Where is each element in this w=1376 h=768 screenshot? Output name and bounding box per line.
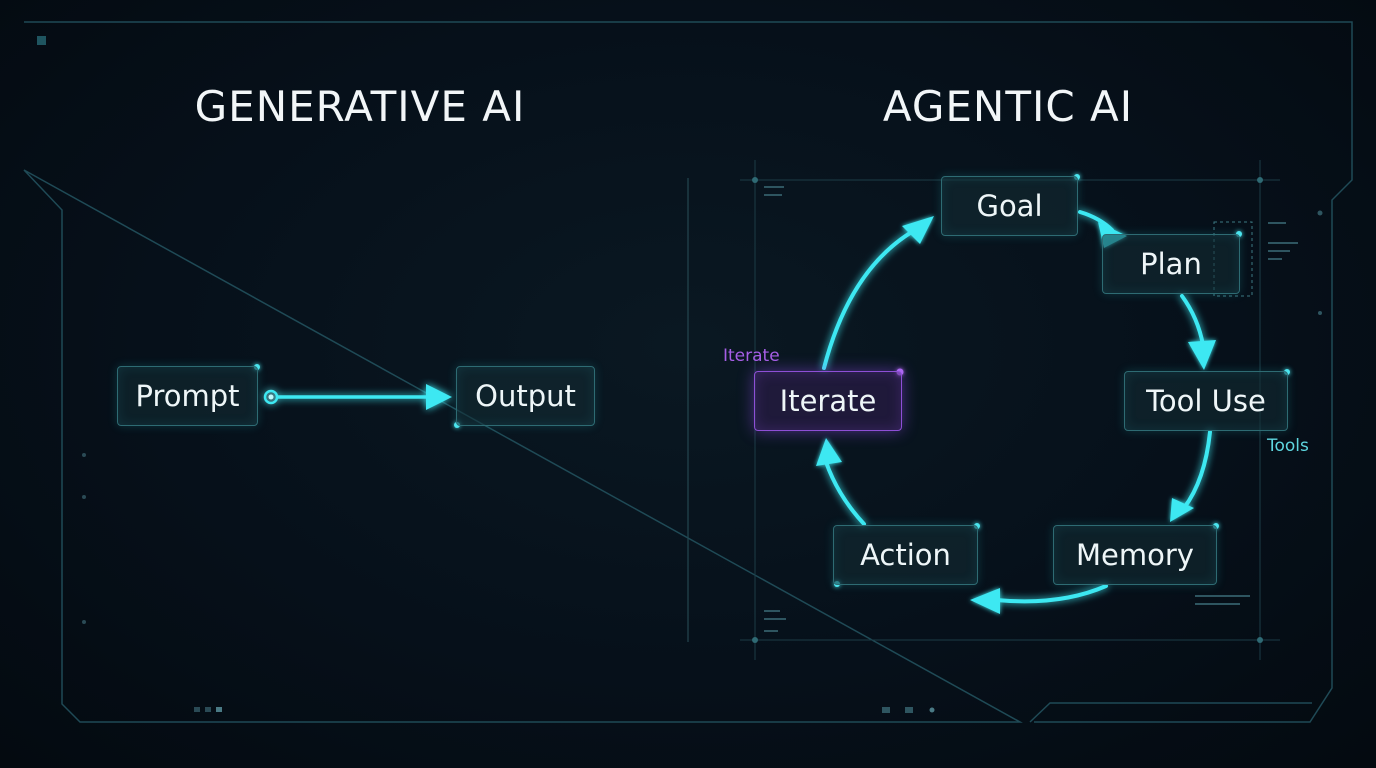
iterate-node: Iterate xyxy=(754,371,902,431)
agentic-ai-title: AGENTIC AI xyxy=(882,82,1134,131)
prompt-node: Prompt xyxy=(117,366,258,426)
outer-frame-line xyxy=(23,21,1353,723)
plan-node: Plan xyxy=(1102,234,1240,294)
action-node: Action xyxy=(833,525,978,585)
iterate-annotation: Iterate xyxy=(723,346,780,366)
bottom-right-tab xyxy=(1029,702,1312,723)
tool-use-node: Tool Use xyxy=(1124,371,1288,431)
left-ticks xyxy=(82,453,222,712)
tiny-text-marks xyxy=(764,186,1323,713)
generative-ai-title: GENERATIVE AI xyxy=(194,82,526,131)
corner-marker xyxy=(37,36,46,45)
prompt-output-arrow xyxy=(263,384,452,410)
memory-node: Memory xyxy=(1053,525,1217,585)
grid-nodes xyxy=(752,177,1263,643)
tools-annotation: Tools xyxy=(1267,436,1309,456)
goal-node: Goal xyxy=(941,176,1078,236)
output-node: Output xyxy=(456,366,595,426)
cycle-arrowheads xyxy=(816,216,1216,614)
cycle-arrows xyxy=(822,210,1212,604)
